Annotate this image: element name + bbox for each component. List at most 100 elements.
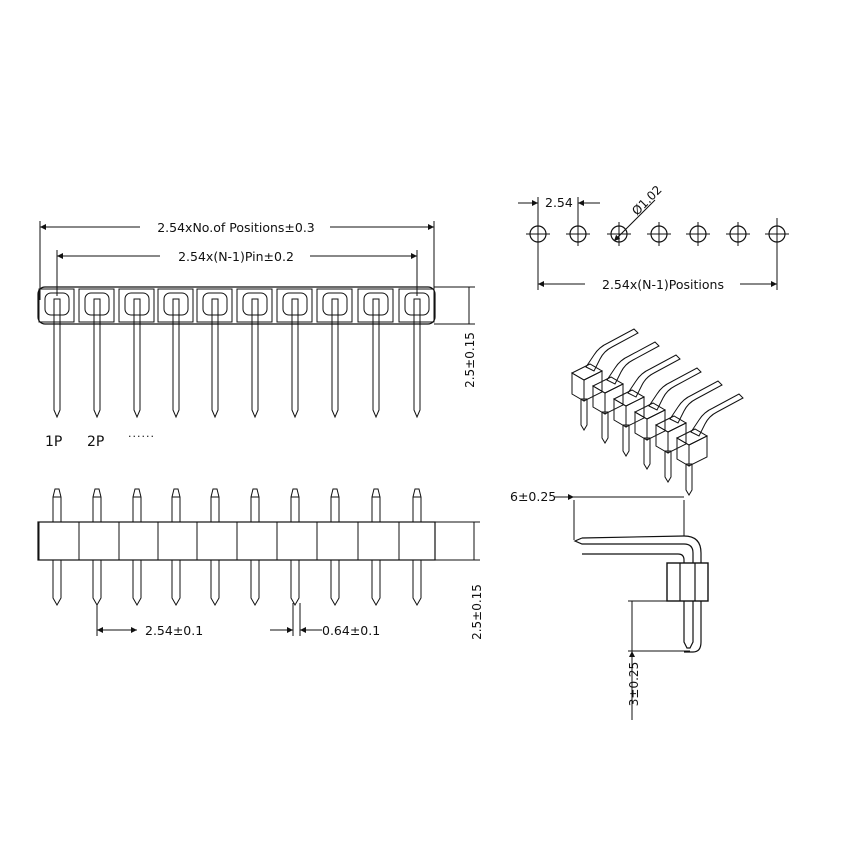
side-bottom-pin [52, 559, 62, 607]
second-pin-label: 2P [87, 434, 104, 450]
iso-housing-front [571, 372, 585, 402]
housing-cell [78, 288, 115, 323]
pitch-label: 2.54±0.1 [145, 623, 203, 638]
side-top-pin [371, 488, 381, 523]
top-pin [291, 298, 299, 419]
top-view-pins [37, 286, 436, 419]
pin-width-label: 0.64±0.1 [322, 623, 380, 638]
hole-span-dimension: 2.54x(N-1)Positions [537, 218, 778, 292]
front-height-label: 2.5±0.15 [463, 332, 477, 388]
side-bottom-pin [250, 559, 260, 607]
ellipsis-label: ······ [128, 430, 155, 443]
top-pin [53, 298, 61, 419]
side-top-pin [412, 488, 422, 523]
iso-housing-side [604, 383, 624, 415]
housing-pocket [404, 292, 430, 316]
hole-pattern: 2.54 Ø1.02 2.54x(N-1)Positions [518, 183, 789, 292]
side-view: 2.54±0.1 0.64±0.1 2.5±0.15 [37, 488, 484, 640]
iso-pin-horizontal [606, 341, 660, 385]
iso-pin-horizontal [690, 393, 744, 437]
side-bottom-pin [412, 559, 422, 607]
pin-span-label: 2.54x(N-1)Pin±0.2 [178, 249, 294, 264]
iso-housing-side [583, 370, 603, 402]
iso-pin-vertical [643, 437, 651, 470]
side-top-pin [290, 488, 300, 523]
side-top-pin [330, 488, 340, 523]
housing-pocket [322, 292, 348, 316]
overall-length-label: 2.54xNo.of Positions±0.3 [157, 220, 315, 235]
top-pin [413, 298, 421, 419]
top-pin [331, 298, 339, 419]
side-bottom-pin [92, 559, 102, 607]
housing-pocket [84, 292, 110, 316]
hole-pitch-dimension: 2.54 [518, 195, 600, 222]
side-height-dimension: 2.5±0.15 [434, 521, 484, 640]
iso-pin-vertical [664, 450, 672, 483]
pin-width-dimension: 0.64±0.1 [270, 603, 380, 638]
iso-pin-horizontal [585, 328, 639, 372]
side-top-pin [92, 488, 102, 523]
side-bottom-pin [210, 559, 220, 607]
overall-length-dimension: 2.54xNo.of Positions±0.3 [39, 220, 435, 300]
housing-pocket [282, 292, 308, 316]
housing-pocket [124, 292, 150, 316]
top-housing [37, 286, 436, 325]
hole-diameter-leader: Ø1.02 [613, 183, 665, 242]
bent-pin [573, 537, 694, 649]
iso-housing-side [625, 396, 645, 428]
isometric-header [570, 328, 744, 496]
housing-cell [316, 288, 353, 323]
iso-housing-side [688, 435, 708, 467]
housing-cell [357, 288, 394, 323]
housing-cell [196, 288, 233, 323]
top-pin [93, 298, 101, 419]
bend-length-label: 6±0.25 [510, 489, 556, 504]
iso-pin-vertical [685, 463, 693, 496]
housing-cell [118, 288, 155, 323]
iso-pin-vertical [580, 398, 588, 431]
iso-housing-front [592, 385, 606, 415]
top-pin [133, 298, 141, 419]
side-top-pin [132, 488, 142, 523]
iso-pin-vertical [601, 411, 609, 444]
housing-pocket [202, 292, 228, 316]
hole-span-label: 2.54x(N-1)Positions [602, 277, 724, 292]
side-top-pin [171, 488, 181, 523]
iso-pin-vertical [622, 424, 630, 457]
side-view-pins [37, 488, 436, 607]
housing-cell [276, 288, 313, 323]
side-bottom-pin [330, 559, 340, 607]
hole-diameter-label: Ø1.02 [629, 183, 664, 218]
tail-length-label: 3±0.25 [627, 662, 641, 706]
iso-housing-side [646, 409, 666, 441]
pitch-dimension: 2.54±0.1 [96, 605, 203, 638]
iso-housing-front [676, 437, 690, 467]
housing-pocket [363, 292, 389, 316]
first-pin-label: 1P [45, 434, 62, 450]
housing-pocket [163, 292, 189, 316]
top-pin [172, 298, 180, 419]
top-pin [251, 298, 259, 419]
iso-pin-horizontal [669, 380, 723, 424]
housing-pocket [242, 292, 268, 316]
iso-housing-front [655, 424, 669, 454]
side-top-pin [250, 488, 260, 523]
housing-pocket [44, 292, 70, 316]
side-top-pin [210, 488, 220, 523]
side-bottom-pin [132, 559, 142, 607]
front-height-dimension: 2.5±0.15 [434, 286, 477, 388]
tail-length-dimension: 3±0.25 [627, 600, 690, 720]
right-angle-pin-profile: 6±0.25 3±0.25 [510, 489, 709, 720]
insulator-body [666, 562, 709, 602]
bend-length-dimension: 6±0.25 [510, 489, 685, 540]
top-pin [211, 298, 219, 419]
top-pin [372, 298, 380, 419]
hole-pitch-label: 2.54 [545, 195, 573, 210]
side-top-pin [52, 488, 62, 523]
housing-cell [157, 288, 194, 323]
housing-cell [236, 288, 273, 323]
side-bottom-pin [171, 559, 181, 607]
pin-span-dimension: 2.54x(N-1)Pin±0.2 [56, 249, 418, 296]
iso-housing-front [634, 411, 648, 441]
